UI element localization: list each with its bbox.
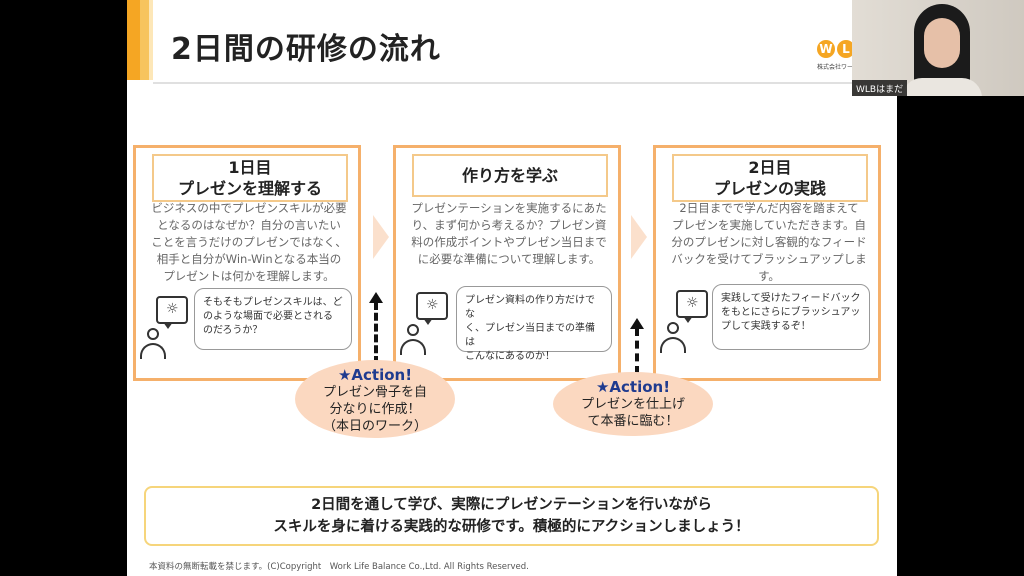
action-line: プレゼン骨子を自	[322, 385, 427, 400]
panel-heading-line1: 2日目	[748, 158, 792, 177]
action-line: （本日のワーク）	[322, 419, 427, 434]
title-divider	[153, 82, 897, 84]
arrow-up-icon	[369, 292, 383, 303]
panel-heading: 作り方を学ぶ	[412, 154, 608, 197]
panel-heading-line1: 1日目	[228, 158, 272, 177]
description-line: り、まず何から考えるか？プレゼン資	[411, 218, 607, 232]
summary-line: 2日間を通して学び、実際にプレゼンテーションを行いながら	[311, 497, 712, 513]
thought-bubble: 実践して受けたフィードバック をもとにさらにブラッシュアッ プして実践するぞ！	[712, 284, 870, 350]
action-title: ★Action!	[337, 366, 413, 384]
panel-description: 2日目までで学んだ内容を踏まえて プレゼンを実施していただきます。自 分のプレゼ…	[664, 200, 874, 285]
participant-name-label: WLBはまだ	[852, 80, 908, 96]
bubble-line: のだろうか？	[203, 325, 263, 336]
action-line: て本番に臨む！	[587, 414, 679, 429]
description-line: ビジネスの中でプレゼンスキルが必要	[151, 201, 347, 215]
chevron-right-icon	[631, 215, 647, 259]
thought-bubble: プレゼン資料の作り方だけでな く、プレゼン当日までの準備は こんなにあるのか！	[456, 286, 612, 362]
chevron-right-icon	[373, 215, 389, 259]
description-line: に必要な準備について理解します。	[417, 252, 601, 266]
bubble-line: そもそもプレゼンスキルは、ど	[203, 297, 343, 308]
panel-heading-line1: 作り方を学ぶ	[461, 166, 558, 185]
person-icon	[398, 324, 428, 358]
lightbulb-icon: ☼	[416, 292, 448, 325]
description-line: 分のプレゼンに対し客観的なフィード	[671, 235, 867, 249]
accent-bar-light	[149, 0, 153, 80]
action-callout-1: ★Action! プレゼン骨子を自 分なりに作成！ （本日のワーク）	[295, 360, 455, 438]
description-line: プレゼントは何かを理解します。	[163, 269, 335, 283]
action-title: ★Action!	[595, 378, 671, 396]
bubble-line: をもとにさらにブラッシュアッ	[721, 307, 861, 318]
description-line: バックを受けてブラッシュアップしま	[671, 252, 867, 266]
logo-subtext: 株式会社ワーク・ライフ	[817, 64, 883, 71]
panel-heading: 1日目 プレゼンを理解する	[152, 154, 348, 202]
panel-description: ビジネスの中でプレゼンスキルが必要 となるのはなぜか？自分の言いたい ことを言う…	[144, 200, 354, 285]
bubble-line: のような場面で必要とされる	[203, 311, 333, 322]
lightbulb-icon: ☼	[156, 296, 188, 329]
description-line: プレゼンを実施していただきます。自	[671, 218, 866, 232]
accent-bar	[127, 0, 149, 80]
presentation-slide: 2日間の研修の流れ W L 株式会社ワーク・ライフ 1日目 プレゼンを理解する …	[127, 0, 897, 576]
bubble-line: く、プレゼン当日までの準備は	[465, 323, 595, 348]
description-line: プレゼンテーションを実施するにあた	[411, 201, 607, 215]
summary-box: 2日間を通して学び、実際にプレゼンテーションを行いながら スキルを身に着ける実践…	[144, 486, 879, 546]
description-line: 2日目までで学んだ内容を踏まえて	[679, 201, 859, 215]
action-line: プレゼンを仕上げ	[580, 397, 685, 412]
copyright-notice: 本資料の無断転載を禁じます。(C)Copyright Work Life Bal…	[149, 562, 529, 572]
description-line: ことを言うだけのプレゼンではなく、	[151, 235, 347, 249]
logo-mark-l: L	[837, 40, 855, 58]
panel-description: プレゼンテーションを実施するにあた り、まず何から考えるか？プレゼン資 料の作成…	[404, 200, 614, 268]
panel-heading: 2日目 プレゼンの実践	[672, 154, 868, 202]
description-line: す。	[758, 269, 780, 283]
action-callout-2: ★Action! プレゼンを仕上げ て本番に臨む！	[553, 372, 713, 436]
arrow-up-icon	[630, 318, 644, 329]
company-logo: W L 株式会社ワーク・ライフ	[817, 40, 883, 76]
action-line: 分なりに作成！	[329, 402, 421, 417]
logo-mark-w: W	[817, 40, 835, 58]
dashed-arrow	[635, 328, 639, 374]
description-line: となるのはなぜか？自分の言いたい	[157, 218, 341, 232]
dashed-arrow	[374, 302, 378, 364]
slide-title: 2日間の研修の流れ	[171, 32, 441, 67]
summary-line: スキルを身に着ける実践的な研修です。積極的にアクションしましょう！	[273, 519, 750, 535]
participant-body	[902, 78, 982, 96]
bubble-line: こんなにあるのか！	[465, 351, 555, 362]
participant-face	[924, 18, 960, 68]
panel-day1: 1日目 プレゼンを理解する ビジネスの中でプレゼンスキルが必要 となるのはなぜか…	[133, 145, 361, 381]
bubble-line: プして実践するぞ！	[721, 321, 811, 332]
panel-day2: 2日目 プレゼンの実践 2日目までで学んだ内容を踏まえて プレゼンを実施していた…	[653, 145, 881, 381]
person-icon	[658, 322, 688, 356]
person-icon	[138, 328, 168, 362]
thought-bubble: そもそもプレゼンスキルは、ど のような場面で必要とされる のだろうか？	[194, 288, 352, 350]
panel-method: 作り方を学ぶ プレゼンテーションを実施するにあた り、まず何から考えるか？プレゼ…	[393, 145, 621, 381]
bubble-line: プレゼン資料の作り方だけでな	[465, 295, 595, 320]
lightbulb-icon: ☼	[676, 290, 708, 323]
panel-heading-line2: プレゼンを理解する	[177, 179, 322, 198]
panel-heading-line2: プレゼンの実践	[713, 179, 826, 198]
description-line: 相手と自分がWin-Winとなる本当の	[156, 252, 342, 266]
participant-video-tile[interactable]: WLBはまだ	[852, 0, 1024, 96]
description-line: 料の作成ポイントやプレゼン当日まで	[411, 235, 607, 249]
bubble-line: 実践して受けたフィードバック	[721, 293, 861, 304]
